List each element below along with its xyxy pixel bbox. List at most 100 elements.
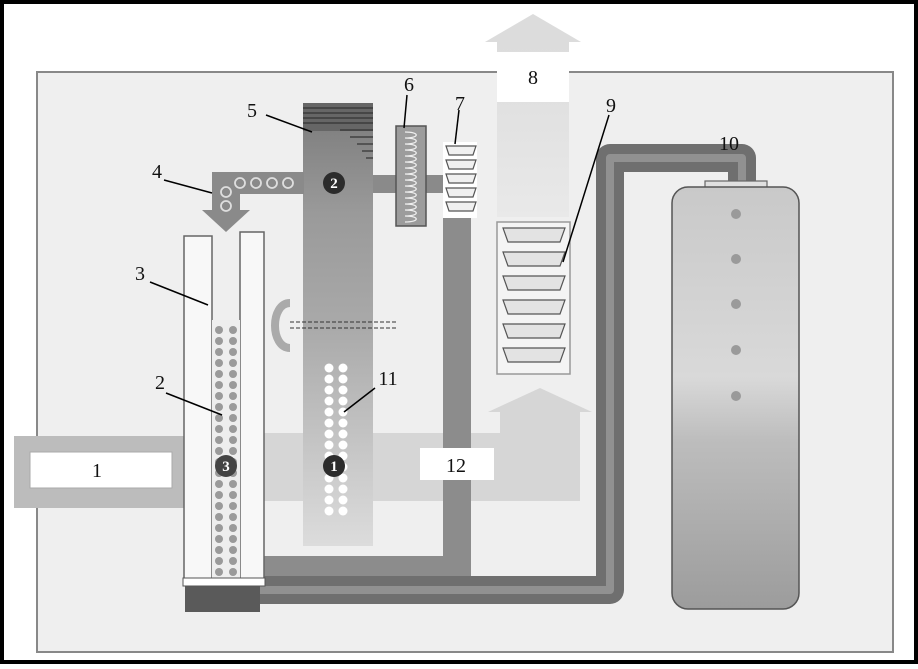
column-bubble [338,407,348,417]
packing-dot [229,403,237,411]
packing-dot [215,370,223,378]
packing-dot [229,447,237,455]
packing-dot [215,414,223,422]
packing-dot [229,348,237,356]
packing-dot [215,557,223,565]
label-7: 7 [455,93,465,115]
column-bubble [324,440,334,450]
storage-tank [671,180,800,610]
label-box-12 [420,448,494,480]
column-bubble [324,484,334,494]
column-bubble [324,418,334,428]
tray-separator [496,221,571,375]
packing-dot [229,381,237,389]
packing-dot [229,326,237,334]
column-bubble [338,363,348,373]
marker-1-text: 1 [330,459,338,475]
packing-dot [229,557,237,565]
column-bubble [324,407,334,417]
column-bubble [324,374,334,384]
label-9: 9 [606,95,616,117]
column-bubble [338,473,348,483]
packing-dot [215,491,223,499]
marker-1: 1 [323,455,345,477]
heat-coil [395,125,427,227]
labels: 1 2 3 4 5 6 7 8 9 10 11 12 [92,67,739,482]
tray-connector [425,175,447,193]
packing-dot [215,535,223,543]
column-bubbles [324,363,348,516]
label-6: 6 [404,74,414,96]
label-4: 4 [152,161,162,183]
packing-dot [215,502,223,510]
packing-dot [215,403,223,411]
packing-dot [229,546,237,554]
packing-dot [229,513,237,521]
packing-dot [215,392,223,400]
column-bubble [338,418,348,428]
packing-dot [215,447,223,455]
packing-dot [229,491,237,499]
packing-dot [215,425,223,433]
packing-dot [215,568,223,576]
label-3: 3 [135,263,145,285]
packing-dot [215,348,223,356]
packing-dot [229,502,237,510]
column-bubble [338,440,348,450]
marker-3: 3 [215,455,237,477]
label-11: 11 [378,368,397,390]
packing-dot [229,480,237,488]
packing-dot [215,513,223,521]
packing-dot [229,359,237,367]
packing-dot [229,436,237,444]
column-bubble [338,385,348,395]
column-bubble [324,385,334,395]
column-bubble [338,396,348,406]
packing-dot [229,337,237,345]
column-bubble [324,495,334,505]
marker-2-text: 2 [330,176,338,192]
label-1: 1 [92,460,102,482]
marker-3-text: 3 [222,459,230,475]
marker-2: 2 [323,172,345,194]
column-bubble [338,429,348,439]
packing-dot [215,524,223,532]
label-10: 10 [719,133,739,155]
column-bubble [338,495,348,505]
packing-dot [229,535,237,543]
packing-dot [215,359,223,367]
small-tray-stack [443,142,477,218]
packing-dot [215,480,223,488]
column-bubble [324,396,334,406]
column-bubble [338,506,348,516]
packing-dot [215,436,223,444]
packing-dots [215,326,237,576]
exhaust-chimney [485,14,581,217]
packing-dot [229,568,237,576]
column-bubble [338,374,348,384]
packing-dot [215,326,223,334]
return-pipe [236,216,471,578]
packing-dot [229,524,237,532]
label-5: 5 [247,100,257,122]
inlet-pipe [14,436,186,508]
packing-dot [229,414,237,422]
packing-dot [215,337,223,345]
packing-dot [215,381,223,389]
gas-flow-band [225,388,592,501]
packing-dot [229,425,237,433]
packing-dot [229,392,237,400]
column-bubble [324,506,334,516]
packing-dot [229,370,237,378]
label-12: 12 [446,455,466,477]
column-bubble [324,363,334,373]
label-8: 8 [528,67,538,89]
column-bubble [324,429,334,439]
feed-arrow-pipe [202,172,304,232]
leader-lines [149,94,610,416]
packing-dot [215,546,223,554]
column-bubble [338,484,348,494]
label-2: 2 [155,372,165,394]
